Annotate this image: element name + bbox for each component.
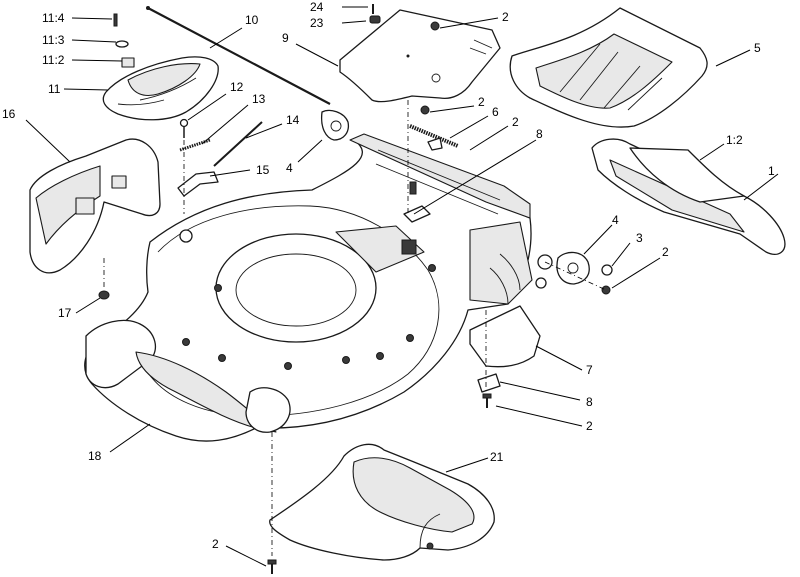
part-2-nut-top bbox=[430, 21, 440, 31]
part-11-control-cover bbox=[102, 13, 219, 121]
part-4-bushing-left bbox=[320, 109, 350, 141]
part-14-rod bbox=[213, 121, 263, 167]
part-8-bracket-center bbox=[403, 205, 431, 223]
part-8-plate-lower bbox=[477, 373, 501, 393]
callout-8-upper: 8 bbox=[536, 127, 543, 141]
part-2-screw-bottom bbox=[267, 559, 277, 574]
callout-11-4: 11:4 bbox=[42, 11, 65, 25]
part-1-2-decal bbox=[629, 147, 745, 203]
callout-2-bottom: 2 bbox=[212, 537, 219, 551]
callout-2-center: 2 bbox=[512, 115, 519, 129]
part-3-washer bbox=[601, 264, 613, 276]
part-16-side-cover bbox=[29, 138, 161, 274]
callout-5: 5 bbox=[754, 41, 761, 55]
part-18-deck-housing bbox=[84, 133, 533, 442]
part-2-nut-center bbox=[420, 105, 430, 115]
callout-17: 17 bbox=[58, 306, 72, 320]
callout-24: 24 bbox=[310, 0, 324, 14]
callout-11: 11 bbox=[48, 82, 61, 96]
callout-9: 9 bbox=[282, 31, 289, 45]
callout-13: 13 bbox=[252, 92, 266, 106]
callout-18: 18 bbox=[88, 449, 102, 463]
callout-2-lower-right: 2 bbox=[586, 419, 593, 433]
part-9-plate bbox=[339, 9, 501, 103]
callout-1-2: 1:2 bbox=[726, 133, 743, 147]
callout-7: 7 bbox=[586, 363, 593, 377]
leader-lines bbox=[25, 6, 779, 567]
part-6-spring bbox=[409, 124, 459, 151]
part-12-pin bbox=[179, 118, 189, 138]
callout-23: 23 bbox=[310, 16, 324, 30]
part-17-nut bbox=[98, 290, 110, 300]
part-4-bushing-right bbox=[535, 251, 590, 289]
callout-12: 12 bbox=[230, 80, 244, 94]
part-21-chute-lower bbox=[269, 443, 495, 561]
part-11-3-washer bbox=[115, 40, 129, 48]
part-10-rod bbox=[146, 6, 331, 105]
callout-2-top: 2 bbox=[502, 10, 509, 24]
part-7-skid-plate bbox=[469, 305, 541, 368]
part-5-chute-top bbox=[509, 7, 708, 128]
callout-10: 10 bbox=[245, 13, 259, 27]
part-2-nut-right bbox=[601, 285, 611, 295]
callout-4-right: 4 bbox=[612, 213, 619, 227]
callout-21: 21 bbox=[490, 450, 504, 464]
callout-11-2: 11:2 bbox=[42, 53, 65, 67]
callout-8-lower: 8 bbox=[586, 395, 593, 409]
part-11-2-cap bbox=[121, 57, 135, 68]
callout-15: 15 bbox=[256, 163, 270, 177]
part-11-4-screw bbox=[113, 13, 118, 27]
callout-16: 16 bbox=[2, 107, 16, 121]
part-23-clip bbox=[369, 15, 381, 24]
assembly-centerlines bbox=[103, 100, 607, 556]
part-2-bolt-lower bbox=[482, 393, 492, 408]
part-2-bolt-deck bbox=[409, 181, 417, 195]
callout-6: 6 bbox=[492, 105, 499, 119]
callout-2-upper-center: 2 bbox=[478, 95, 485, 109]
callout-3: 3 bbox=[636, 231, 643, 245]
callout-4-left: 4 bbox=[286, 161, 293, 175]
callout-2-right: 2 bbox=[662, 245, 669, 259]
callout-14: 14 bbox=[286, 113, 300, 127]
callout-1: 1 bbox=[768, 164, 775, 178]
callout-11-3: 11:3 bbox=[42, 33, 65, 47]
